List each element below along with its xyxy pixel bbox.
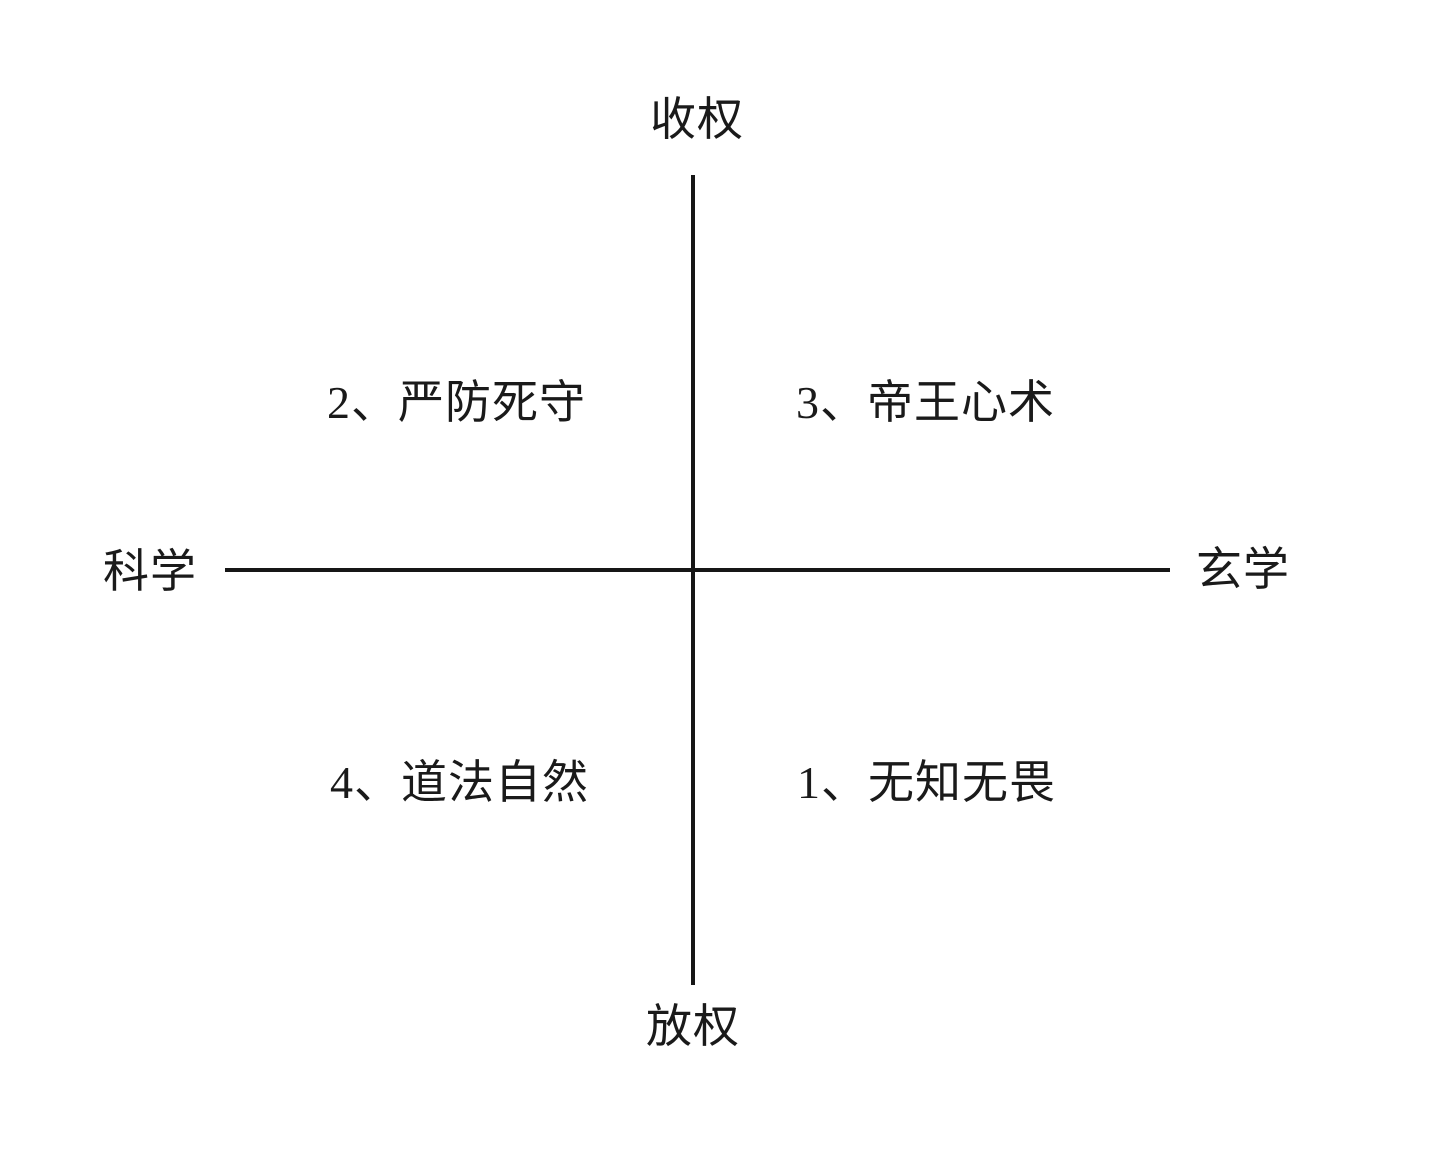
horizontal-axis-line <box>225 568 1170 572</box>
quadrant-label-bottom-left: 4、道法自然 <box>330 757 589 808</box>
axis-label-top: 收权 <box>650 94 744 145</box>
axis-label-right: 玄学 <box>1196 544 1290 595</box>
quadrant-label-top-right: 3、帝王心术 <box>796 377 1055 428</box>
axis-label-left: 科学 <box>103 546 197 597</box>
axis-label-bottom: 放权 <box>646 1001 740 1052</box>
quadrant-label-top-left: 2、严防死守 <box>327 377 586 428</box>
quadrant-label-bottom-right: 1、无知无畏 <box>797 757 1056 808</box>
vertical-axis-line <box>691 175 695 985</box>
